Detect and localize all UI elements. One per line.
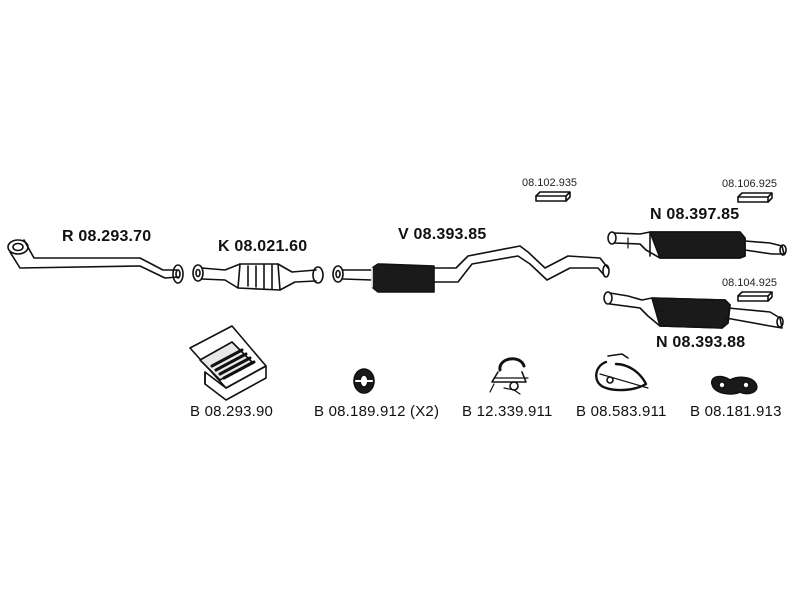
front-pipe-drawing (7, 239, 184, 284)
bracket-rear-1-drawing (737, 192, 773, 203)
hanger-drawing (595, 353, 649, 392)
bracket-mid-drawing (535, 191, 571, 202)
rubber-drawing (711, 375, 758, 395)
mounting-kit-drawing (189, 325, 267, 401)
bracket-rear-2-label: 08.104.925 (722, 277, 778, 289)
ring-label: B 08.189.912 (X2) (314, 403, 440, 420)
middle-silencer-drawing (332, 245, 610, 293)
mounting-kit-label: B 08.293.90 (190, 403, 274, 420)
middle-silencer-label: V 08.393.85 (398, 226, 487, 243)
bracket-mid-label: 08.102.935 (522, 177, 578, 189)
ring-drawing (353, 368, 375, 394)
hanger-label: B 08.583.911 (576, 403, 667, 420)
rear-silencer-2-drawing (603, 291, 784, 329)
clamp-label: B 12.339.911 (462, 403, 553, 420)
bracket-rear-1-label: 08.106.925 (722, 178, 778, 190)
catalyst-drawing (192, 263, 324, 291)
catalyst-label: K 08.021.60 (218, 238, 308, 255)
rubber-label: B 08.181.913 (690, 403, 782, 420)
rear-silencer-2-label: N 08.393.88 (656, 334, 746, 351)
rear-silencer-1-drawing (607, 231, 787, 259)
bracket-rear-2-drawing (737, 291, 773, 302)
clamp-drawing (489, 357, 529, 395)
rear-silencer-1-label: N 08.397.85 (650, 206, 740, 223)
front-pipe-label: R 08.293.70 (62, 228, 152, 245)
